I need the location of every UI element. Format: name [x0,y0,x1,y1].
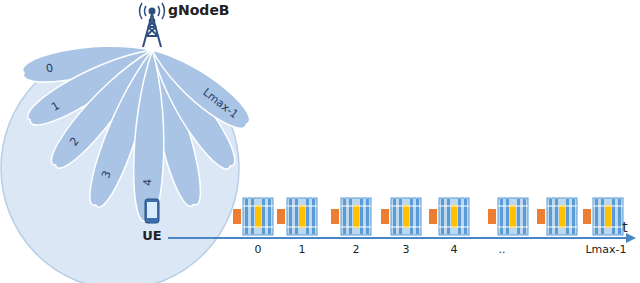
ssb-index: 1 [299,244,306,256]
beam-shape [126,50,174,234]
phone-screen [147,202,157,218]
beam-outline [133,50,163,221]
beam: Lmax-1 [152,50,264,142]
time-axis-label: t [622,220,628,235]
station-name: gNodeB [168,3,230,18]
ssb-bursts [233,198,623,235]
ssb-index: .. [499,244,506,256]
beam: 4 [126,50,174,234]
ssb-index: 3 [403,244,410,256]
ssb-index: 0 [255,244,262,256]
ssb-index: 2 [353,244,360,256]
beam-index: 4 [142,179,153,186]
ssb-index: 4 [451,244,458,256]
device-name: UE [142,229,161,243]
tower-icon [140,3,165,47]
beam-outline [152,50,250,128]
ssb-index: Lmax-1 [585,244,626,256]
phone-icon [145,199,159,223]
